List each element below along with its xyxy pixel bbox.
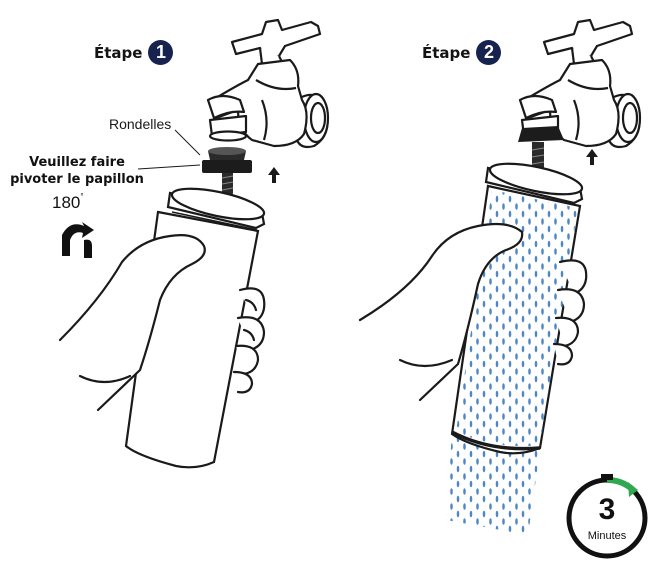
rotation-unit: ° xyxy=(80,192,83,201)
step-1-heading: Étape 1 xyxy=(94,40,173,65)
rotate-arrow-icon xyxy=(62,222,94,258)
rotation-value: 180 xyxy=(52,193,80,212)
step-2-label: Étape xyxy=(422,44,470,62)
tap-icon xyxy=(208,20,328,147)
step-1-badge: 1 xyxy=(148,40,173,65)
up-arrow-icon xyxy=(268,167,280,183)
step-1-label: Étape xyxy=(94,44,142,62)
instruction-text: Veuillez faire pivoter le papillon xyxy=(2,154,152,188)
step-2-badge: 2 xyxy=(476,40,501,65)
rotation-angle: 180° xyxy=(52,193,84,213)
step-2-heading: Étape 2 xyxy=(422,40,501,65)
instruction-line-1: Veuillez faire xyxy=(2,154,152,171)
washers-label: Rondelles xyxy=(109,116,171,132)
timer-value: 3 xyxy=(582,493,632,527)
up-arrow-icon xyxy=(586,149,598,165)
timer-unit: Minutes xyxy=(577,530,637,542)
instruction-line-2: pivoter le papillon xyxy=(2,171,152,188)
